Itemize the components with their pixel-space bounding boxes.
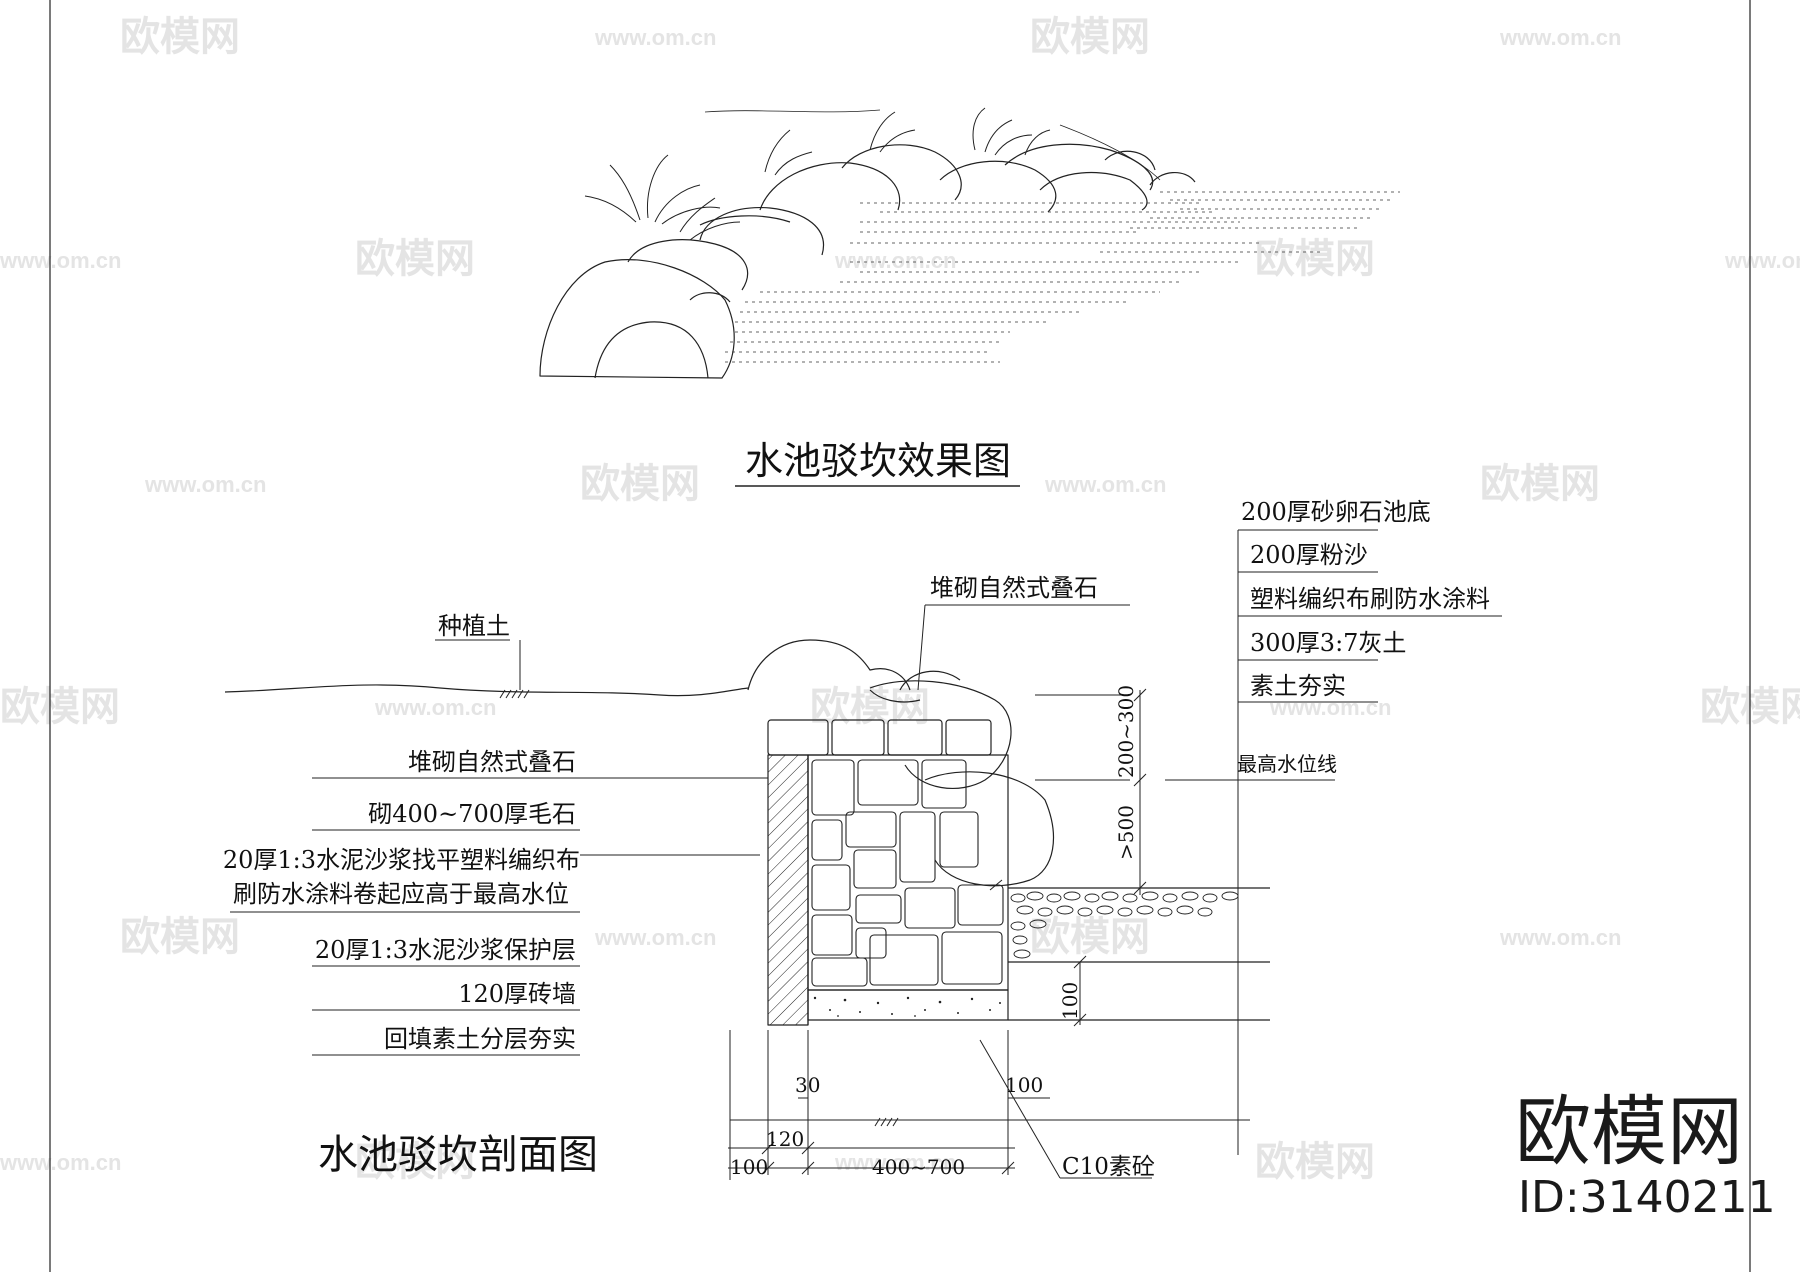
ground-line: [224, 684, 749, 697]
watermark-brand: 欧模网: [1255, 1140, 1375, 1184]
rock: [939, 160, 1057, 213]
dimension-text: 200~300 >500 100 30 100 120 100 400~700: [730, 685, 1138, 1179]
section-view-title: 水池驳坎剖面图: [318, 1132, 598, 1178]
rock: [627, 239, 749, 291]
watermark-url: www.om.cn: [834, 248, 956, 273]
watermark-url: www.om.cn: [1044, 472, 1166, 497]
dim-depth: >500: [1114, 805, 1138, 860]
rock: [759, 162, 901, 211]
watermark-url: www.om.cn: [144, 472, 266, 497]
rock: [899, 670, 961, 691]
left-note: 堆砌自然式叠石: [408, 748, 576, 776]
rock: [869, 689, 921, 703]
watermark-url: www.om.cn: [594, 25, 716, 50]
left-notes: 堆砌自然式叠石 砌400~700厚毛石 20厚1:3水泥沙浆找平塑料编织布 刷防…: [223, 748, 580, 1053]
watermark-brand: 欧模网: [0, 685, 120, 729]
ground-ticks: [499, 689, 899, 1127]
rubble-stones: [811, 759, 1004, 987]
dim-wall-width: 400~700: [872, 1155, 965, 1179]
label-max-water-line: 最高水位线: [1237, 752, 1337, 776]
brand-mark: 欧模网 ID:3140211: [1515, 1087, 1776, 1223]
watermark-brand: 欧模网: [120, 915, 240, 959]
water-lines: [725, 191, 1400, 363]
pond-effect-sketch: [539, 107, 1400, 379]
brand-id: ID:3140211: [1518, 1172, 1776, 1223]
watermark-layer: 欧模网 www.om.cn 欧模网 www.om.cn www.om.cn 欧模…: [0, 15, 1800, 1184]
rock: [841, 144, 962, 201]
watermark-url: www.om.cn: [594, 925, 716, 950]
rock: [1104, 150, 1156, 171]
dim-freeboard: 200~300: [1114, 685, 1138, 778]
dimension-lines: [728, 688, 1250, 1180]
label-concrete: C10素砼: [1062, 1154, 1155, 1180]
left-note: 砌400~700厚毛石: [368, 800, 576, 828]
watermark-url: www.om.cn: [374, 695, 496, 720]
right-note: 塑料编织布刷防水涂料: [1250, 585, 1490, 613]
left-note: 刷防水涂料卷起应高于最高水位: [233, 880, 569, 908]
left-note: 20厚1:3水泥沙浆找平塑料编织布: [223, 846, 580, 874]
rock: [594, 321, 709, 379]
dim-100-left: 100: [730, 1155, 768, 1179]
watermark-brand: 欧模网: [1030, 915, 1150, 959]
rock: [747, 639, 911, 691]
watermark-url: www.om.cn: [1724, 248, 1800, 273]
section-labels: 种植土 堆砌自然式叠石 最高水位线 C10素砼: [438, 574, 1337, 1180]
brick-wall: [767, 754, 809, 1026]
left-note: 120厚砖墙: [458, 980, 576, 1008]
left-note: 回填素土分层夯实: [384, 1025, 576, 1053]
cap-stones: [767, 719, 992, 756]
watermark-url: www.om.cn: [1499, 25, 1621, 50]
right-note: 200厚砂卵石池底: [1241, 498, 1431, 526]
concrete-speckles: [813, 996, 1001, 1017]
watermark-brand: 欧模网: [1030, 15, 1150, 59]
brand-name: 欧模网: [1515, 1087, 1743, 1176]
right-note: 素土夯实: [1250, 672, 1346, 700]
label-stacked-stone-top: 堆砌自然式叠石: [930, 574, 1098, 602]
concrete-base: [807, 989, 1009, 1021]
watermark-url: www.om.cn: [1499, 925, 1621, 950]
leader-lines: [230, 529, 1502, 1179]
boulder: [869, 680, 1012, 789]
rock: [1004, 143, 1154, 191]
watermark-brand: 欧模网: [120, 15, 240, 59]
watermark-brand: 欧模网: [810, 685, 930, 729]
watermark-url: www.om.cn: [1269, 695, 1391, 720]
rock: [689, 292, 731, 303]
watermark-brand: 欧模网: [1480, 462, 1600, 506]
rock: [1149, 172, 1196, 186]
right-note: 200厚粉沙: [1250, 541, 1368, 569]
pond-section: [224, 639, 1335, 1026]
effect-view-title: 水池驳坎效果图: [745, 439, 1011, 483]
left-note: 20厚1:3水泥沙浆保护层: [315, 936, 576, 964]
rock: [699, 215, 791, 226]
watermark-url: www.om.cn: [0, 1150, 121, 1175]
watermark-brand: 欧模网: [1255, 237, 1375, 281]
right-note: 300厚3:7灰土: [1250, 629, 1406, 657]
right-notes: 200厚砂卵石池底 200厚粉沙 塑料编织布刷防水涂料 300厚3:7灰土 素土…: [1241, 498, 1490, 700]
watermark-brand: 欧模网: [355, 237, 475, 281]
grass-clump: [584, 107, 1051, 241]
watermark-brand: 欧模网: [355, 1140, 475, 1184]
sheet-frame: [49, 0, 1751, 1272]
watermark-brand: 欧模网: [580, 462, 700, 506]
watermark-url: www.om.cn: [834, 1150, 956, 1175]
boulder: [924, 771, 1055, 887]
rock: [1039, 172, 1148, 211]
watermark-url: www.om.cn: [0, 248, 121, 273]
dim-100-right: 100: [1005, 1073, 1043, 1097]
label-planting-soil: 种植土: [438, 612, 510, 640]
dim-120: 120: [766, 1127, 804, 1151]
dim-30: 30: [795, 1073, 820, 1097]
dim-base-thickness: 100: [1058, 982, 1082, 1020]
rock: [539, 259, 735, 379]
rock: [699, 206, 825, 256]
